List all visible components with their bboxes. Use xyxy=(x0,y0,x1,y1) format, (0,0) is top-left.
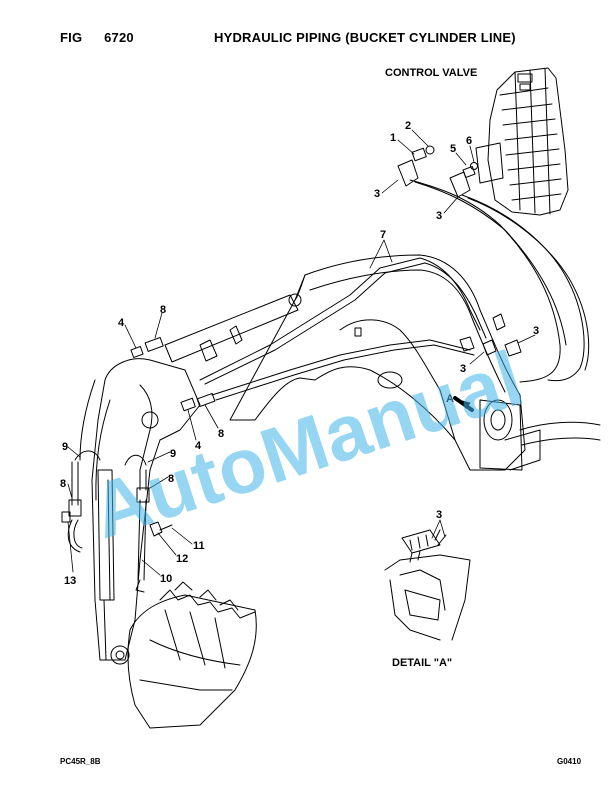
boom xyxy=(229,254,601,471)
control-valve xyxy=(475,67,569,216)
callout-8b: 8 xyxy=(218,428,224,440)
detail-a-label: DETAIL "A" xyxy=(392,657,452,669)
arm xyxy=(79,358,201,665)
callout-9b: 9 xyxy=(170,448,176,460)
watermark: AutoManual xyxy=(81,334,533,556)
callout-13: 13 xyxy=(64,575,76,587)
callout-5: 5 xyxy=(450,143,456,155)
callout-12: 12 xyxy=(176,553,188,565)
bucket xyxy=(127,581,257,729)
fig-label: FIG 6720 xyxy=(60,30,134,45)
detail-a-inset xyxy=(384,529,471,641)
callout-6: 6 xyxy=(466,135,472,147)
footer-model-code: PC45R_8B xyxy=(60,757,101,766)
callout-4a: 4 xyxy=(118,317,125,329)
boom-cylinder xyxy=(164,293,302,363)
callout-3b: 3 xyxy=(436,210,442,222)
valve-fittings xyxy=(397,145,478,198)
boom-pipes xyxy=(199,257,487,401)
footer-drawing-code: G0410 xyxy=(557,757,582,766)
detail-a-arrow xyxy=(453,396,474,412)
callout-4b: 4 xyxy=(195,440,202,452)
callout-8d: 8 xyxy=(168,473,174,485)
callout-2: 2 xyxy=(405,120,411,132)
leader-lines xyxy=(67,129,536,576)
callout-3d: 3 xyxy=(460,363,466,375)
callout-3c: 3 xyxy=(533,325,539,337)
callout-8a: 8 xyxy=(160,304,166,316)
callout-3e: 3 xyxy=(436,509,442,521)
bucket-cylinder xyxy=(61,450,173,661)
callout-numbers: 1 2 3 3 5 6 7 3 3 4 8 4 8 9 9 8 8 11 12 … xyxy=(60,120,539,587)
page-title: HYDRAULIC PIPING (BUCKET CYLINDER LINE) xyxy=(214,30,516,45)
callout-11: 11 xyxy=(193,540,205,552)
callout-10: 10 xyxy=(160,573,172,585)
fig-number: 6720 xyxy=(104,30,134,45)
callout-7: 7 xyxy=(380,229,386,241)
callout-8c: 8 xyxy=(60,478,66,490)
callout-3a: 3 xyxy=(374,188,380,200)
callout-9a: 9 xyxy=(62,441,68,453)
callout-1: 1 xyxy=(390,132,396,144)
control-valve-label: CONTROL VALVE xyxy=(385,67,477,79)
valve-hoses xyxy=(409,179,590,383)
fig-label-text: FIG xyxy=(60,30,83,45)
arm-top-fittings xyxy=(130,313,522,412)
arrow-a-label: A xyxy=(446,393,454,405)
